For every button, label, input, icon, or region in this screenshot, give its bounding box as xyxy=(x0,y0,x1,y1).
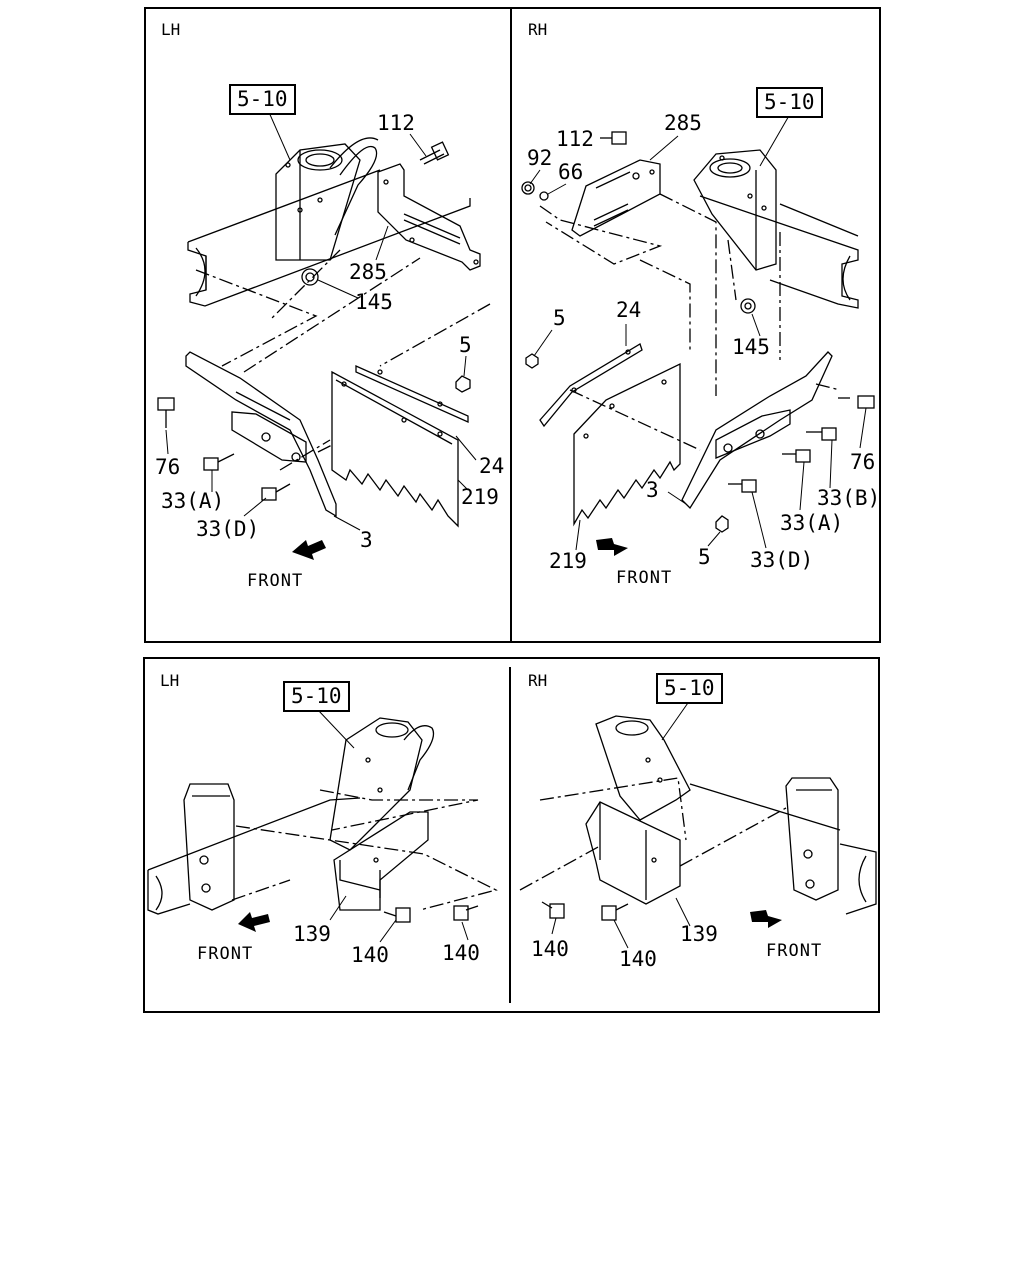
top-panel-divider xyxy=(510,7,512,643)
top-rh-callout-33a: 33(A) xyxy=(780,511,844,535)
top-lh-front-arrow xyxy=(292,540,326,560)
top-rh-callout-24: 24 xyxy=(616,298,642,322)
bottom-lh-callout-139: 139 xyxy=(293,922,331,946)
bottom-lh-bolt-140a xyxy=(383,907,411,923)
top-rh-nut-92 xyxy=(521,181,535,195)
top-rh-bracket-285 xyxy=(571,159,661,237)
top-rh-reference-box: 5-10 xyxy=(756,87,823,118)
top-rh-callout-5a: 5 xyxy=(553,306,566,330)
bottom-rh-callout-139: 139 xyxy=(680,922,718,946)
bottom-rh-side-label: RH xyxy=(528,671,548,690)
top-rh-callout-5b: 5 xyxy=(698,545,711,569)
bottom-rh-frame-rail xyxy=(689,783,877,915)
top-rh-callout-66: 66 xyxy=(558,160,584,184)
top-lh-callout-24: 24 xyxy=(479,454,505,478)
top-rh-strip-24 xyxy=(539,343,643,428)
top-rh-assembly-lines xyxy=(539,193,841,451)
bottom-rh-bracket-139 xyxy=(585,801,681,905)
bottom-lh-front-arrow xyxy=(238,912,270,932)
top-rh-mudflap-219 xyxy=(573,362,681,527)
top-rh-callout-112: 112 xyxy=(556,127,594,151)
top-rh-leaders xyxy=(529,113,867,551)
top-rh-bolt-33d xyxy=(728,479,757,493)
top-rh-nut-5a xyxy=(525,353,539,369)
top-lh-callout-76: 76 xyxy=(155,455,181,479)
bottom-rh-front-arrow xyxy=(750,910,782,928)
bottom-lh-bolt-140b xyxy=(453,905,479,921)
top-lh-spring-bracket xyxy=(275,137,379,261)
top-rh-side-label: RH xyxy=(528,20,548,39)
bottom-lh-side-label: LH xyxy=(160,671,180,690)
top-lh-callout-112: 112 xyxy=(377,111,415,135)
bottom-rh-spring-bracket xyxy=(595,715,691,821)
top-lh-strip-24 xyxy=(355,364,469,424)
top-rh-callout-285: 285 xyxy=(664,111,702,135)
top-lh-bolt-112 xyxy=(419,141,450,165)
bottom-rh-callout-140a: 140 xyxy=(531,937,569,961)
top-lh-assembly-lines xyxy=(195,249,491,471)
top-rh-nut-145 xyxy=(740,298,756,314)
top-rh-front-arrow xyxy=(596,538,628,556)
top-rh-callout-76: 76 xyxy=(850,450,876,474)
bottom-rh-reference-box: 5-10 xyxy=(656,673,723,704)
top-lh-nut-145 xyxy=(301,268,319,286)
top-lh-frame-rail xyxy=(187,169,471,307)
top-rh-frame-rail xyxy=(699,195,859,309)
bottom-lh-reference-box: 5-10 xyxy=(283,681,350,712)
top-lh-callout-33d: 33(D) xyxy=(196,517,260,541)
top-lh-mudflap-219 xyxy=(331,370,459,528)
top-lh-side-label: LH xyxy=(161,20,181,39)
bottom-rh-bolt-140a xyxy=(541,901,565,919)
top-rh-bolt-112 xyxy=(600,131,627,145)
bottom-lh-frame-rail xyxy=(147,797,361,915)
top-rh-callout-3: 3 xyxy=(646,478,659,502)
top-rh-bolt-76 xyxy=(838,395,875,409)
bottom-lh-callout-140a: 140 xyxy=(351,943,389,967)
top-lh-front-label: FRONT xyxy=(247,571,304,591)
top-rh-callout-33d: 33(D) xyxy=(750,548,814,572)
bottom-rh-leaders xyxy=(551,699,691,949)
top-lh-reference-box: 5-10 xyxy=(229,84,296,115)
top-lh-bracket-285 xyxy=(377,163,481,271)
top-lh-callout-219: 219 xyxy=(461,485,499,509)
top-lh-callout-33a: 33(A) xyxy=(161,489,225,513)
top-rh-front-label: FRONT xyxy=(616,568,673,588)
bottom-rh-assembly-lines xyxy=(519,777,787,891)
top-lh-bolt-33a xyxy=(203,453,235,471)
top-rh-bolt-33b xyxy=(806,427,837,441)
bottom-panel-divider xyxy=(509,667,511,1003)
bottom-rh-front-label: FRONT xyxy=(766,941,823,961)
top-rh-callout-33b: 33(B) xyxy=(817,486,881,510)
top-rh-callout-92: 92 xyxy=(527,146,553,170)
bottom-lh-spring-bracket xyxy=(329,717,435,851)
top-rh-callout-219: 219 xyxy=(549,549,587,573)
top-lh-nut-5 xyxy=(455,375,471,393)
top-lh-callout-145: 145 xyxy=(355,290,393,314)
top-lh-bolt-76 xyxy=(157,397,175,428)
bottom-rh-bolt-140b xyxy=(601,903,629,921)
bottom-lh-callout-140b: 140 xyxy=(442,941,480,965)
bottom-rh-callout-140b: 140 xyxy=(619,947,657,971)
bottom-lh-bracket-139 xyxy=(333,811,429,911)
bottom-rh-hanger xyxy=(785,777,839,901)
top-rh-bolt-33a xyxy=(782,449,811,463)
top-rh-nut-5b xyxy=(715,515,729,533)
bottom-lh-assembly-lines xyxy=(231,789,498,911)
bottom-lh-front-label: FRONT xyxy=(197,944,254,964)
top-lh-callout-5: 5 xyxy=(459,333,472,357)
top-diagram-panel xyxy=(144,7,881,643)
top-lh-callout-3: 3 xyxy=(360,528,373,552)
top-lh-callout-285: 285 xyxy=(349,260,387,284)
top-lh-leaders xyxy=(165,109,477,531)
top-lh-bolt-33d xyxy=(261,483,291,501)
top-rh-washer-66 xyxy=(539,191,549,201)
top-rh-mudguard-bracket xyxy=(681,351,833,510)
bottom-lh-leaders xyxy=(317,709,469,943)
bottom-diagram-panel xyxy=(143,657,880,1013)
top-rh-spring-bracket xyxy=(693,149,777,271)
top-rh-callout-145: 145 xyxy=(732,335,770,359)
bottom-lh-hanger xyxy=(183,783,235,911)
top-lh-mudguard-bracket xyxy=(185,351,337,518)
